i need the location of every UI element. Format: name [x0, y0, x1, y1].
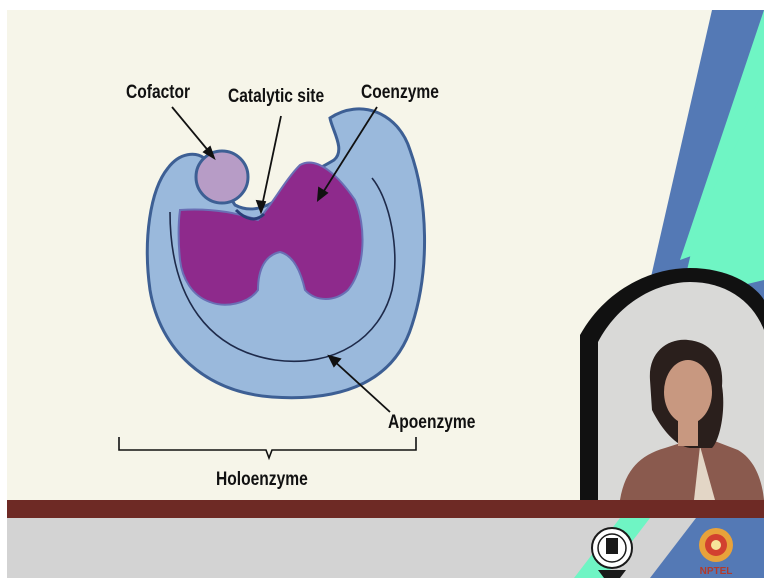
nptel-logo-text: NPTEL: [700, 566, 733, 577]
nptel-logo: NPTEL: [699, 528, 733, 577]
